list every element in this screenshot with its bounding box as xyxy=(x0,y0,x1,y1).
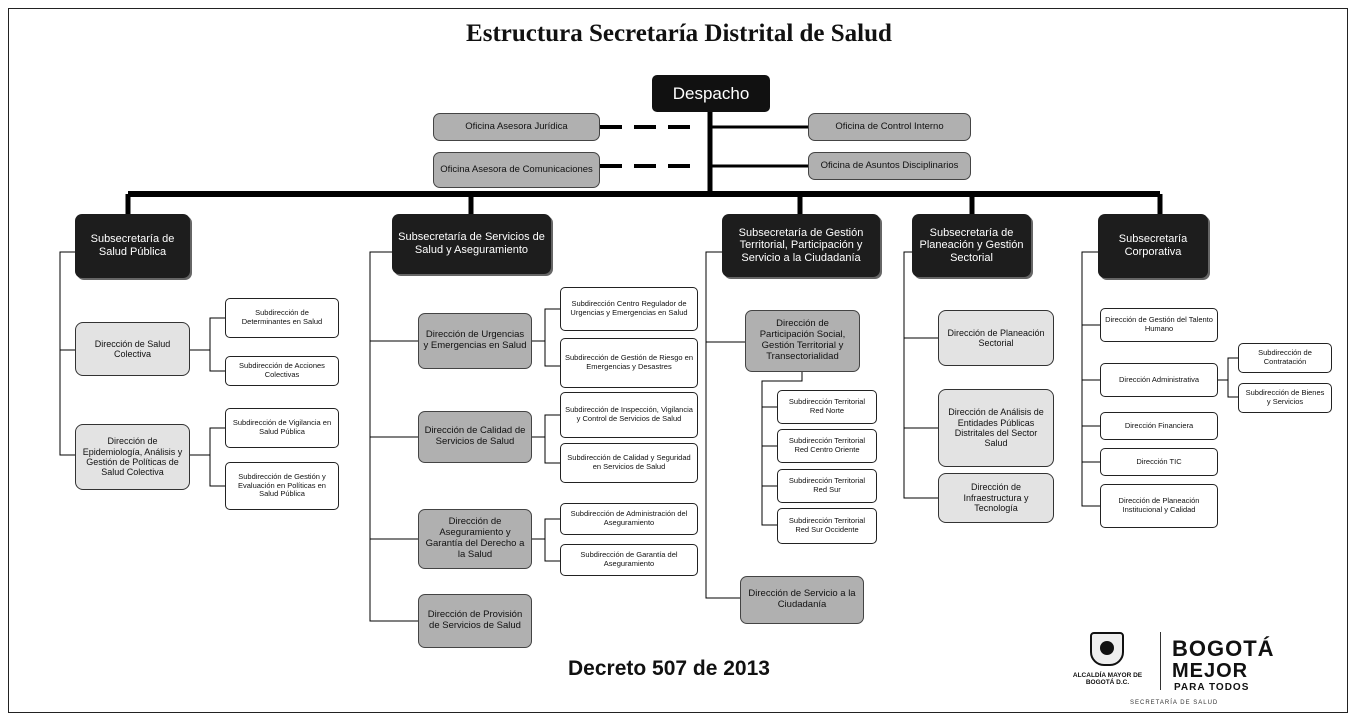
sub-red-norte: Subdirección Territorial Red Norte xyxy=(777,390,877,424)
subsecretaria-corporativa: Subsecretaría Corporativa xyxy=(1098,214,1208,278)
sub-determinantes: Subdirección de Determinantes en Salud xyxy=(225,298,339,338)
secretaria-salud-label: SECRETARÍA DE SALUD xyxy=(1130,700,1219,706)
oficina-juridica-box: Oficina Asesora Jurídica xyxy=(433,113,600,141)
oficina-disciplinarios-box: Oficina de Asuntos Disciplinarios xyxy=(808,152,971,180)
sub-centro-regulador: Subdirección Centro Regulador de Urgenci… xyxy=(560,287,698,331)
dir-salud-colectiva: Dirección de Salud Colectiva xyxy=(75,322,190,376)
sub-vigilancia: Subdirección de Vigilancia en Salud Públ… xyxy=(225,408,339,448)
sub-red-centro-oriente: Subdirección Territorial Red Centro Orie… xyxy=(777,429,877,463)
oficina-comunicaciones-box: Oficina Asesora de Comunicaciones xyxy=(433,152,600,188)
dir-aseguramiento: Dirección de Aseguramiento y Garantía de… xyxy=(418,509,532,569)
sub-acciones-colectivas: Subdirección de Acciones Colectivas xyxy=(225,356,339,386)
dir-planeacion-institucional: Dirección de Planeación Institucional y … xyxy=(1100,484,1218,528)
dir-administrativa: Dirección Administrativa xyxy=(1100,363,1218,397)
sub-gestion-riesgo: Subdirección de Gestión de Riesgo en Eme… xyxy=(560,338,698,388)
bogota-logos: ALCALDÍA MAYOR DE BOGOTÁ D.C. BOGOTÁ MEJ… xyxy=(1060,628,1280,712)
bogota-wordmark: BOGOTÁ xyxy=(1172,636,1275,661)
subsecretaria-gestion-territorial: Subsecretaría de Gestión Territorial, Pa… xyxy=(722,214,880,277)
diagram-frame xyxy=(8,8,1348,713)
dir-talento-humano: Dirección de Gestión del Talento Humano xyxy=(1100,308,1218,342)
dir-calidad: Dirección de Calidad de Servicios de Sal… xyxy=(418,411,532,463)
sub-gestion-evaluacion: Subdirección de Gestión y Evaluación en … xyxy=(225,462,339,510)
diagram-title: Estructura Secretaría Distrital de Salud xyxy=(466,20,892,47)
bogota-shield-icon xyxy=(1090,632,1124,666)
sub-inspeccion: Subdirección de Inspección, Vigilancia y… xyxy=(560,392,698,438)
dir-tic: Dirección TIC xyxy=(1100,448,1218,476)
sub-admin-aseguramiento: Subdirección de Administración del Asegu… xyxy=(560,503,698,535)
sub-bienes-servicios: Subdirección de Bienes y Servicios xyxy=(1238,383,1332,413)
subsecretaria-salud-publica: Subsecretaría de Salud Pública xyxy=(75,214,190,278)
mejor-wordmark: MEJOR xyxy=(1172,660,1249,682)
sub-red-sur: Subdirección Territorial Red Sur xyxy=(777,469,877,503)
dir-analisis-entidades: Dirección de Análisis de Entidades Públi… xyxy=(938,389,1054,467)
alcaldia-label: ALCALDÍA MAYOR DE BOGOTÁ D.C. xyxy=(1072,672,1143,687)
dir-planeacion-sectorial: Dirección de Planeación Sectorial xyxy=(938,310,1054,366)
oficina-control-interno-box: Oficina de Control Interno xyxy=(808,113,971,141)
despacho-box: Despacho xyxy=(652,75,770,112)
sub-contratacion: Subdirección de Contratación xyxy=(1238,343,1332,373)
subsecretaria-planeacion: Subsecretaría de Planeación y Gestión Se… xyxy=(912,214,1031,277)
dir-participacion-social: Dirección de Participación Social, Gesti… xyxy=(745,310,860,372)
para-todos-wordmark: PARA TODOS xyxy=(1174,682,1250,693)
logo-separator xyxy=(1160,632,1161,690)
dir-infraestructura: Dirección de Infraestructura y Tecnologí… xyxy=(938,473,1054,523)
dir-urgencias: Dirección de Urgencias y Emergencias en … xyxy=(418,313,532,369)
subsecretaria-servicios: Subsecretaría de Servicios de Salud y As… xyxy=(392,214,551,274)
sub-red-sur-occidente: Subdirección Territorial Red Sur Occiden… xyxy=(777,508,877,544)
dir-servicio-ciudadania: Dirección de Servicio a la Ciudadanía xyxy=(740,576,864,624)
sub-garantia-aseguramiento: Subdirección de Garantía del Aseguramien… xyxy=(560,544,698,576)
dir-epidemiologia: Dirección de Epidemiología, Análisis y G… xyxy=(75,424,190,490)
sub-calidad-seguridad: Subdirección de Calidad y Seguridad en S… xyxy=(560,443,698,483)
dir-provision: Dirección de Provisión de Servicios de S… xyxy=(418,594,532,648)
decree-caption: Decreto 507 de 2013 xyxy=(568,657,770,680)
dir-financiera: Dirección Financiera xyxy=(1100,412,1218,440)
